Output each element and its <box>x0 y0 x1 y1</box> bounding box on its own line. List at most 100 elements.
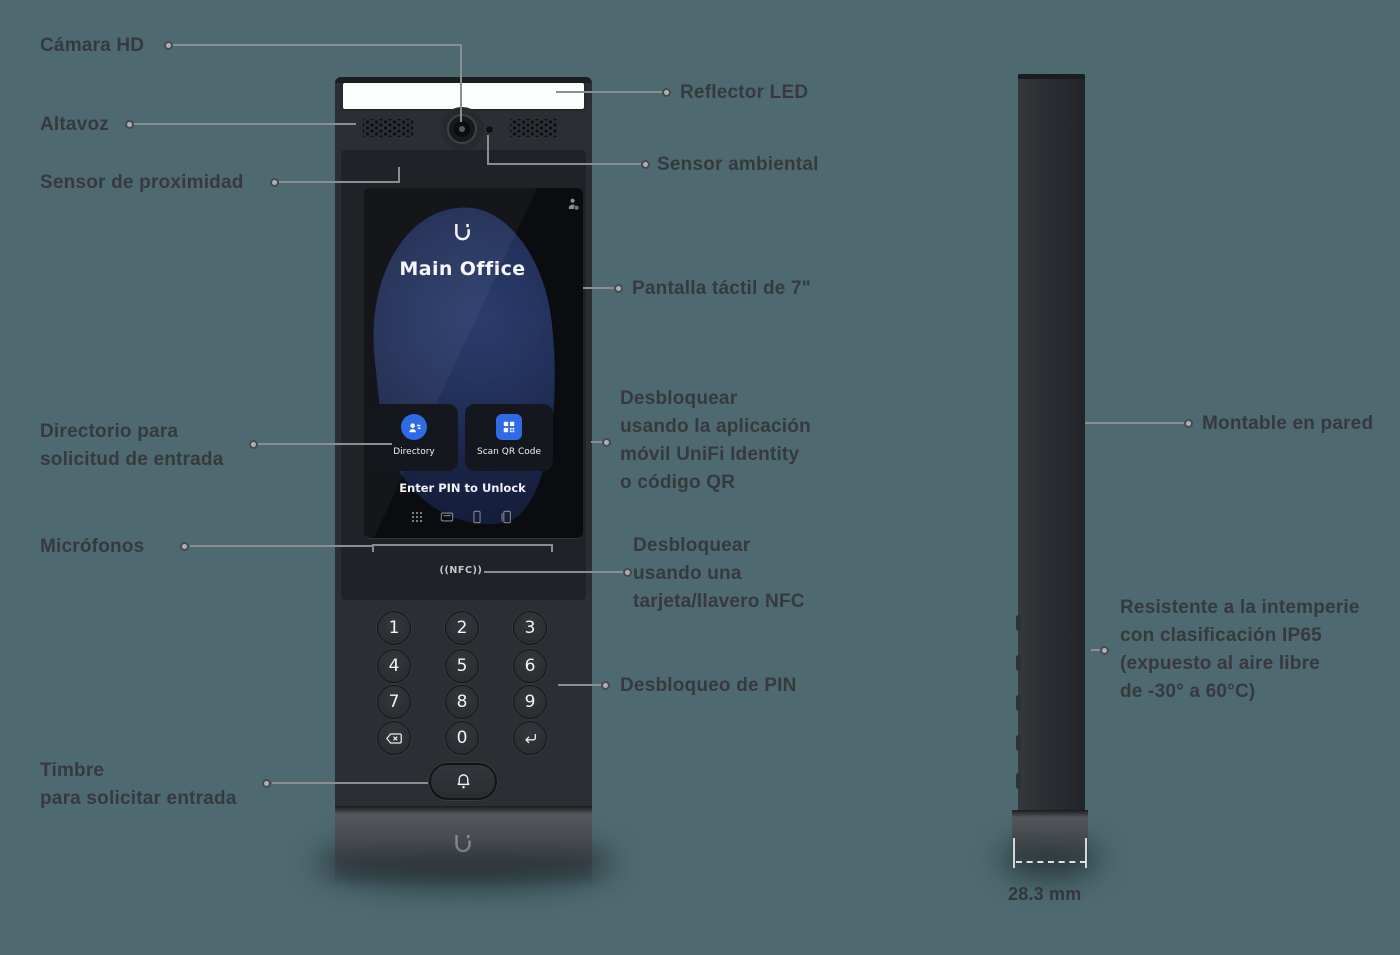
callout-line-pin <box>558 684 602 686</box>
qr-code-icon <box>496 414 522 440</box>
glass-panel: Main Office Directory <box>341 150 586 601</box>
key-8: 8 <box>445 685 479 719</box>
enter-icon <box>525 733 536 743</box>
callout-line-ambient-drop <box>487 135 489 165</box>
keypad-profile-bump <box>1016 773 1021 789</box>
callout-line-microphones <box>190 545 372 547</box>
site-name: Main Office <box>399 258 526 280</box>
key-7: 7 <box>377 685 411 719</box>
label-speaker: Altavoz <box>40 114 109 135</box>
label-camera: Cámara HD <box>40 35 145 56</box>
key-0: 0 <box>445 721 479 755</box>
label-led: Reflector LED <box>680 82 809 103</box>
label-weather-line1: Resistente a la intemperie <box>1120 597 1360 618</box>
label-weather-line2: con clasificación IP65 <box>1120 625 1322 646</box>
microphone-bracket <box>372 544 553 546</box>
depth-measure-tick-right <box>1085 838 1087 868</box>
callout-line-speaker <box>134 123 356 125</box>
callout-line-touchscreen <box>583 287 615 289</box>
callout-line-doorbell <box>272 782 428 784</box>
callout-dot-weather <box>1100 646 1109 655</box>
card-icon <box>440 512 454 522</box>
label-depth: 28.3 mm <box>1008 884 1082 904</box>
label-app-unlock: Desbloquear usando la aplicación móvil U… <box>620 385 811 497</box>
key-9: 9 <box>513 685 547 719</box>
label-doorbell-line2: para solicitar entrada <box>40 788 237 809</box>
label-touchscreen: Pantalla táctil de 7" <box>632 278 811 299</box>
microphone-bracket-tick-right <box>551 544 553 552</box>
device-top-edge <box>335 77 592 83</box>
label-weather-line3: (expuesto al aire libre <box>1120 653 1320 674</box>
label-app-unlock-line3: móvil UniFi Identity <box>620 444 800 465</box>
callout-line-nfc <box>484 571 624 573</box>
phone-icon <box>473 510 481 524</box>
ambient-sensor <box>485 125 494 134</box>
callout-dot-directory <box>249 440 258 449</box>
intercom-side-view <box>1016 74 1085 816</box>
pin-pad-icon <box>411 511 423 523</box>
label-weather: Resistente a la intemperie con clasifica… <box>1120 594 1360 706</box>
callout-dot-doorbell <box>262 779 271 788</box>
callout-line-ambient <box>487 163 641 165</box>
keypad-profile-bump <box>1016 735 1021 751</box>
tap-phone-icon <box>501 510 511 524</box>
key-5: 5 <box>445 649 479 683</box>
label-proximity: Sensor de proximidad <box>40 172 244 193</box>
callout-line-led <box>556 91 663 93</box>
callout-dot-led <box>662 88 671 97</box>
doorbell-button <box>429 763 497 800</box>
callout-dot-speaker <box>125 120 134 129</box>
depth-measure-dashed-line <box>1016 861 1086 863</box>
label-app-unlock-line2: usando la aplicación <box>620 416 811 437</box>
callout-line-proximity-tick <box>398 167 400 182</box>
label-microphones: Micrófonos <box>40 536 145 557</box>
depth-measure-tick-left <box>1013 838 1015 868</box>
callout-dot-microphones <box>180 542 189 551</box>
speaker-grille-right <box>510 119 558 137</box>
directory-button-label: Directory <box>393 447 435 457</box>
callout-line-proximity <box>279 181 400 183</box>
label-directory-line1: Directorio para <box>40 421 179 442</box>
backspace-icon <box>386 732 402 744</box>
callout-line-wall-mount <box>1085 422 1185 424</box>
key-1: 1 <box>377 611 411 645</box>
callout-line-camera <box>172 44 462 46</box>
intercom-front-view: Main Office Directory <box>335 77 592 815</box>
front-device-base <box>335 806 592 890</box>
callout-dot-app-unlock <box>602 438 611 447</box>
label-weather-line4: de -30° a 60°C) <box>1120 681 1256 702</box>
label-wall-mount: Montable en pared <box>1202 413 1374 434</box>
label-nfc-unlock-line3: tarjeta/llavero NFC <box>633 591 805 612</box>
label-ambient: Sensor ambiental <box>657 154 819 175</box>
camera-lens-center <box>459 126 465 132</box>
touchscreen: Main Office Directory <box>364 188 583 539</box>
ubiquiti-logo <box>455 223 470 241</box>
scan-qr-button: Scan QR Code <box>465 404 553 471</box>
label-app-unlock-line4: o código QR <box>620 472 736 493</box>
speaker-grille-left <box>363 119 413 137</box>
microphone-bracket-tick-left <box>372 544 374 552</box>
callout-dot-proximity <box>270 178 279 187</box>
label-nfc-unlock: Desbloquear usando una tarjeta/llavero N… <box>633 532 805 616</box>
callout-dot-pin <box>601 681 610 690</box>
scan-qr-button-label: Scan QR Code <box>477 447 541 457</box>
callout-line-directory <box>258 443 392 445</box>
key-backspace <box>377 721 411 755</box>
directory-button: Directory <box>370 404 458 471</box>
nfc-marking: ((NFC)) <box>439 565 483 576</box>
key-2: 2 <box>445 611 479 645</box>
label-directory-line2: solicitud de entrada <box>40 449 224 470</box>
callout-dot-nfc <box>623 568 632 577</box>
label-doorbell: Timbre para solicitar entrada <box>40 757 237 813</box>
user-icon <box>568 198 579 210</box>
ubiquiti-logo <box>455 835 471 853</box>
label-nfc-unlock-line1: Desbloquear <box>633 535 751 556</box>
bell-icon <box>457 774 469 789</box>
key-4: 4 <box>377 649 411 683</box>
callout-dot-ambient <box>641 160 650 169</box>
key-6: 6 <box>513 649 547 683</box>
label-app-unlock-line1: Desbloquear <box>620 388 738 409</box>
callout-dot-wall-mount <box>1184 419 1193 428</box>
label-pin-unlock: Desbloqueo de PIN <box>620 675 797 696</box>
